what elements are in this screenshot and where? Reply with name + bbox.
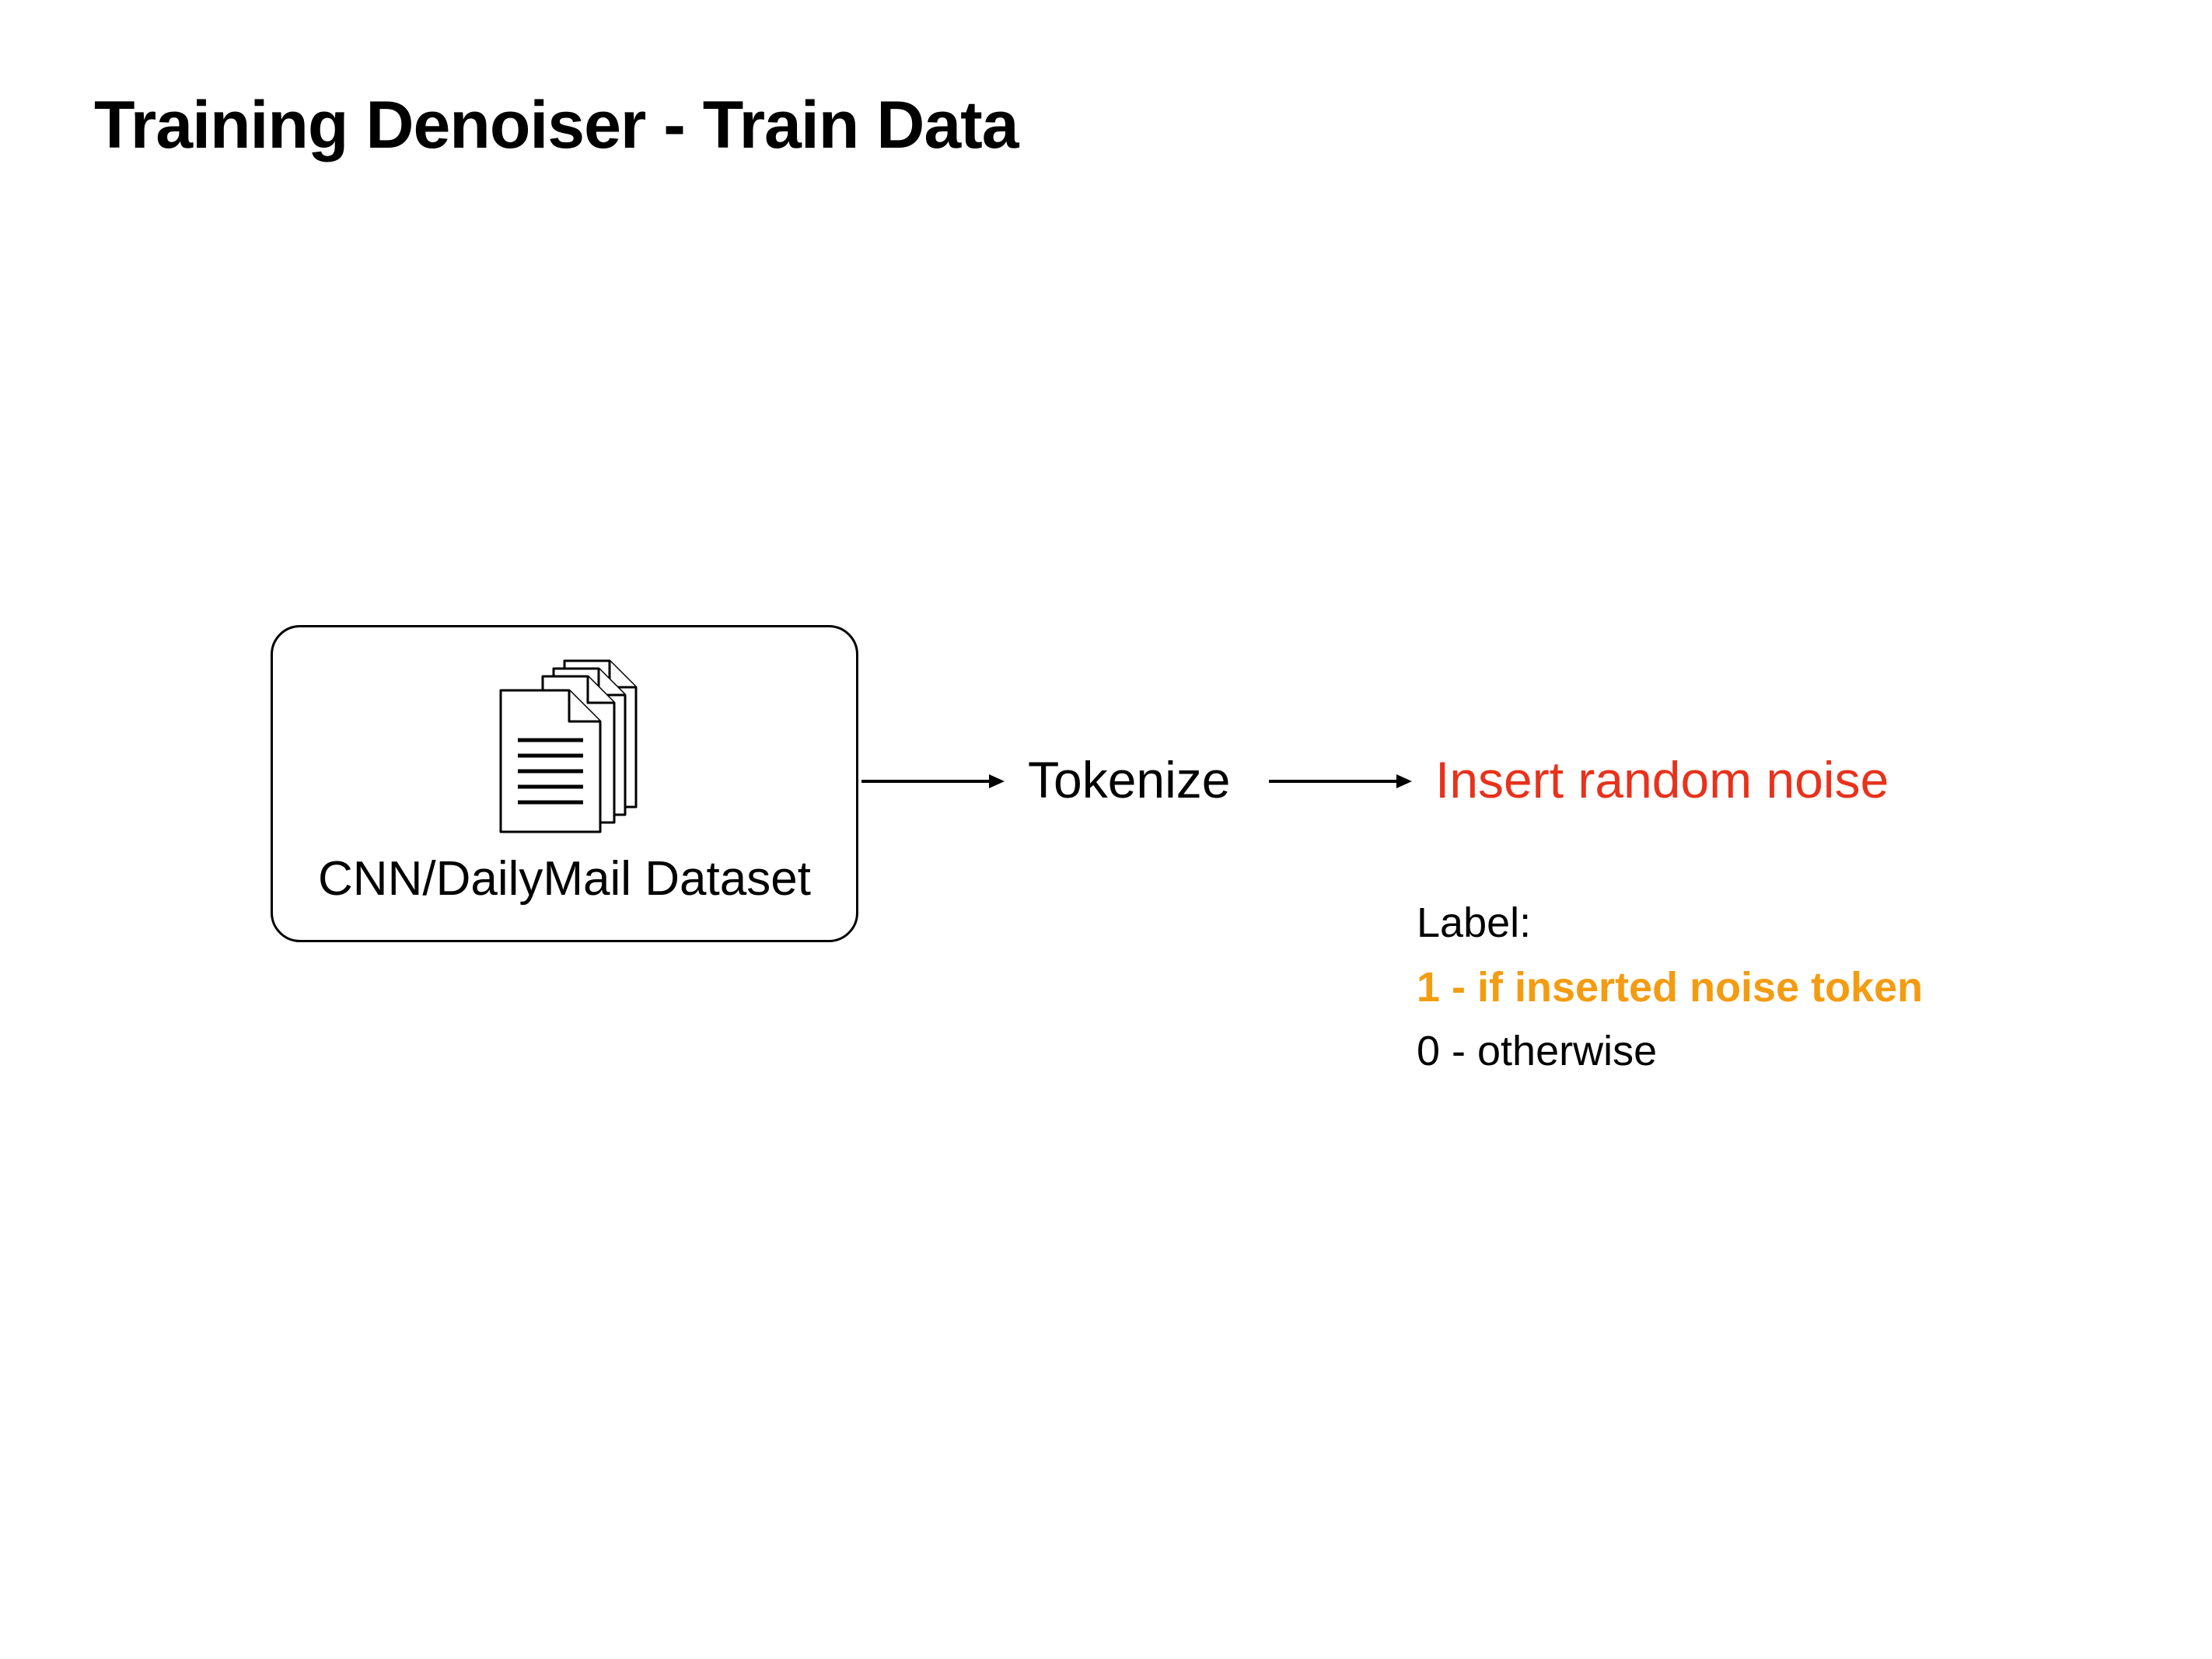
documents-stack-icon [499, 659, 638, 833]
step-tokenize: Tokenize [1028, 751, 1231, 809]
arrow-to-tokenize [861, 774, 1005, 788]
label-negative: 0 - otherwise [1417, 1028, 1658, 1074]
step-insert-noise: Insert random noise [1435, 751, 1889, 809]
dataset-label: CNN/DailyMail Dataset [318, 852, 811, 906]
arrow-to-noise [1269, 774, 1412, 788]
label-positive: 1 - if inserted noise token [1417, 964, 1924, 1011]
slide-title: Training Denoiser - Train Data [94, 88, 1019, 162]
label-heading: Label: [1417, 899, 1532, 946]
